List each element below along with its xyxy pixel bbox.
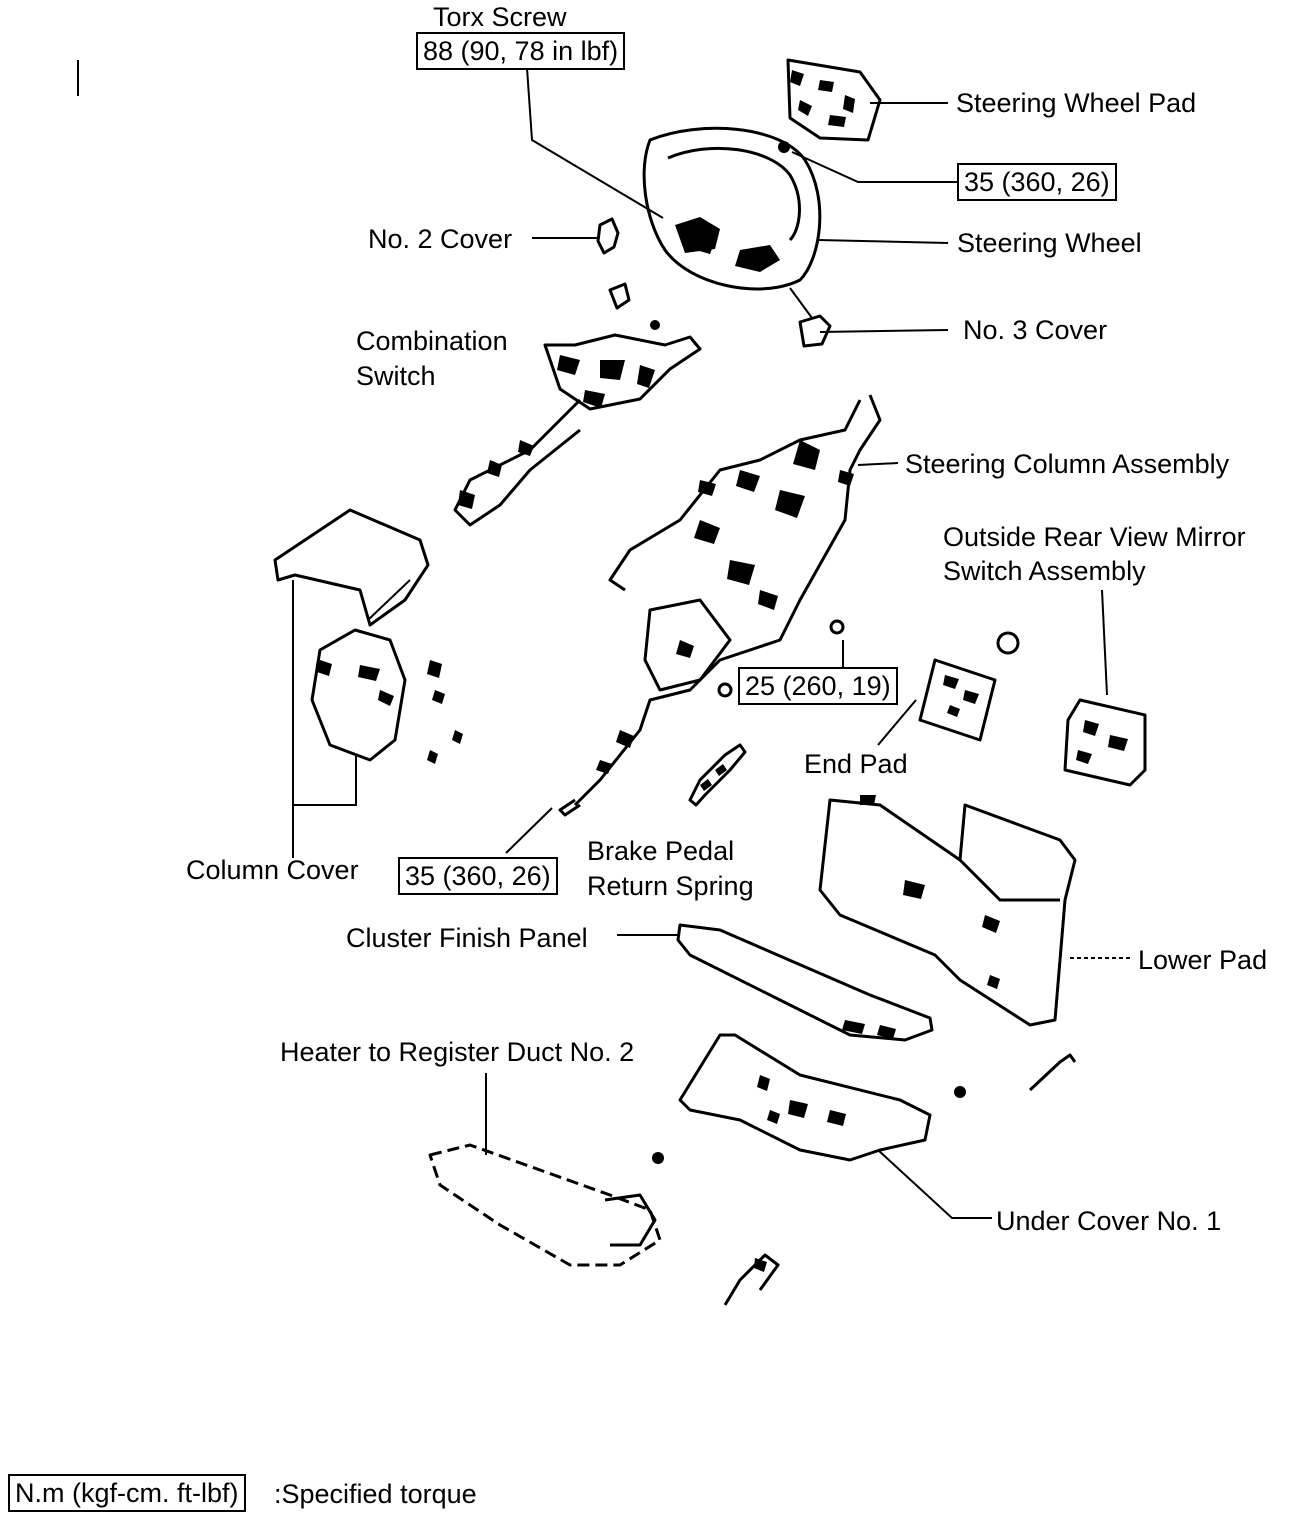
column-cover-shape	[273, 508, 463, 764]
no2-cover-label: No. 2 Cover	[368, 224, 513, 254]
wheel-nut-torque-box: 35 (360, 26)	[957, 163, 1117, 201]
under-cover-label: Under Cover No. 1	[996, 1206, 1222, 1236]
lower-pad-shape	[818, 795, 1077, 1092]
brake-spring-label-line2: Return Spring	[587, 871, 754, 901]
cluster-finish-panel-label: Cluster Finish Panel	[346, 923, 588, 953]
legend-unit-box: N.m (kgf-cm. ft-lbf)	[8, 1474, 246, 1512]
heater-duct-shape	[428, 1143, 780, 1306]
end-pad-label: End Pad	[804, 749, 908, 779]
no3-cover-label: No. 3 Cover	[963, 315, 1108, 345]
combination-switch-label-line1: Combination	[356, 326, 508, 356]
combination-switch-shape	[453, 282, 702, 527]
column-cover-label: Column Cover	[186, 855, 359, 885]
torx-torque-box: 88 (90, 78 in lbf)	[416, 32, 626, 70]
brake-spring-shape	[688, 743, 747, 807]
mirror-switch-label-line1: Outside Rear View Mirror	[943, 522, 1246, 552]
column-bolt-torque-box: 25 (260, 19)	[738, 667, 898, 705]
column-lower-torque-box: 35 (360, 26)	[398, 857, 558, 895]
brake-spring-label-line1: Brake Pedal	[587, 836, 735, 866]
legend-description: :Specified torque	[274, 1479, 477, 1509]
end-pad-shape	[918, 658, 997, 742]
steering-wheel-shape	[642, 126, 822, 291]
steering-wheel-label: Steering Wheel	[957, 228, 1142, 258]
lower-pad-label: Lower Pad	[1138, 945, 1268, 975]
mirror-switch-shape	[1063, 698, 1147, 787]
under-cover-shape	[678, 1033, 966, 1162]
cluster-finish-panel-shape	[676, 923, 934, 1042]
no2-cover-shape	[596, 217, 620, 255]
no3-cover-shape	[798, 314, 832, 348]
steering-wheel-pad-shape	[786, 58, 882, 142]
torx-screw-label: Torx Screw	[433, 2, 567, 32]
mirror-switch-label-line2: Switch Assembly	[943, 556, 1146, 586]
steering-column-assembly-label: Steering Column Assembly	[905, 449, 1230, 479]
leader-lines	[292, 67, 1132, 1219]
steering-column-shape	[558, 394, 882, 817]
heater-duct-label: Heater to Register Duct No. 2	[280, 1037, 635, 1067]
combination-switch-label-line2: Switch	[356, 361, 436, 391]
steering-wheel-pad-label: Steering Wheel Pad	[956, 88, 1197, 118]
